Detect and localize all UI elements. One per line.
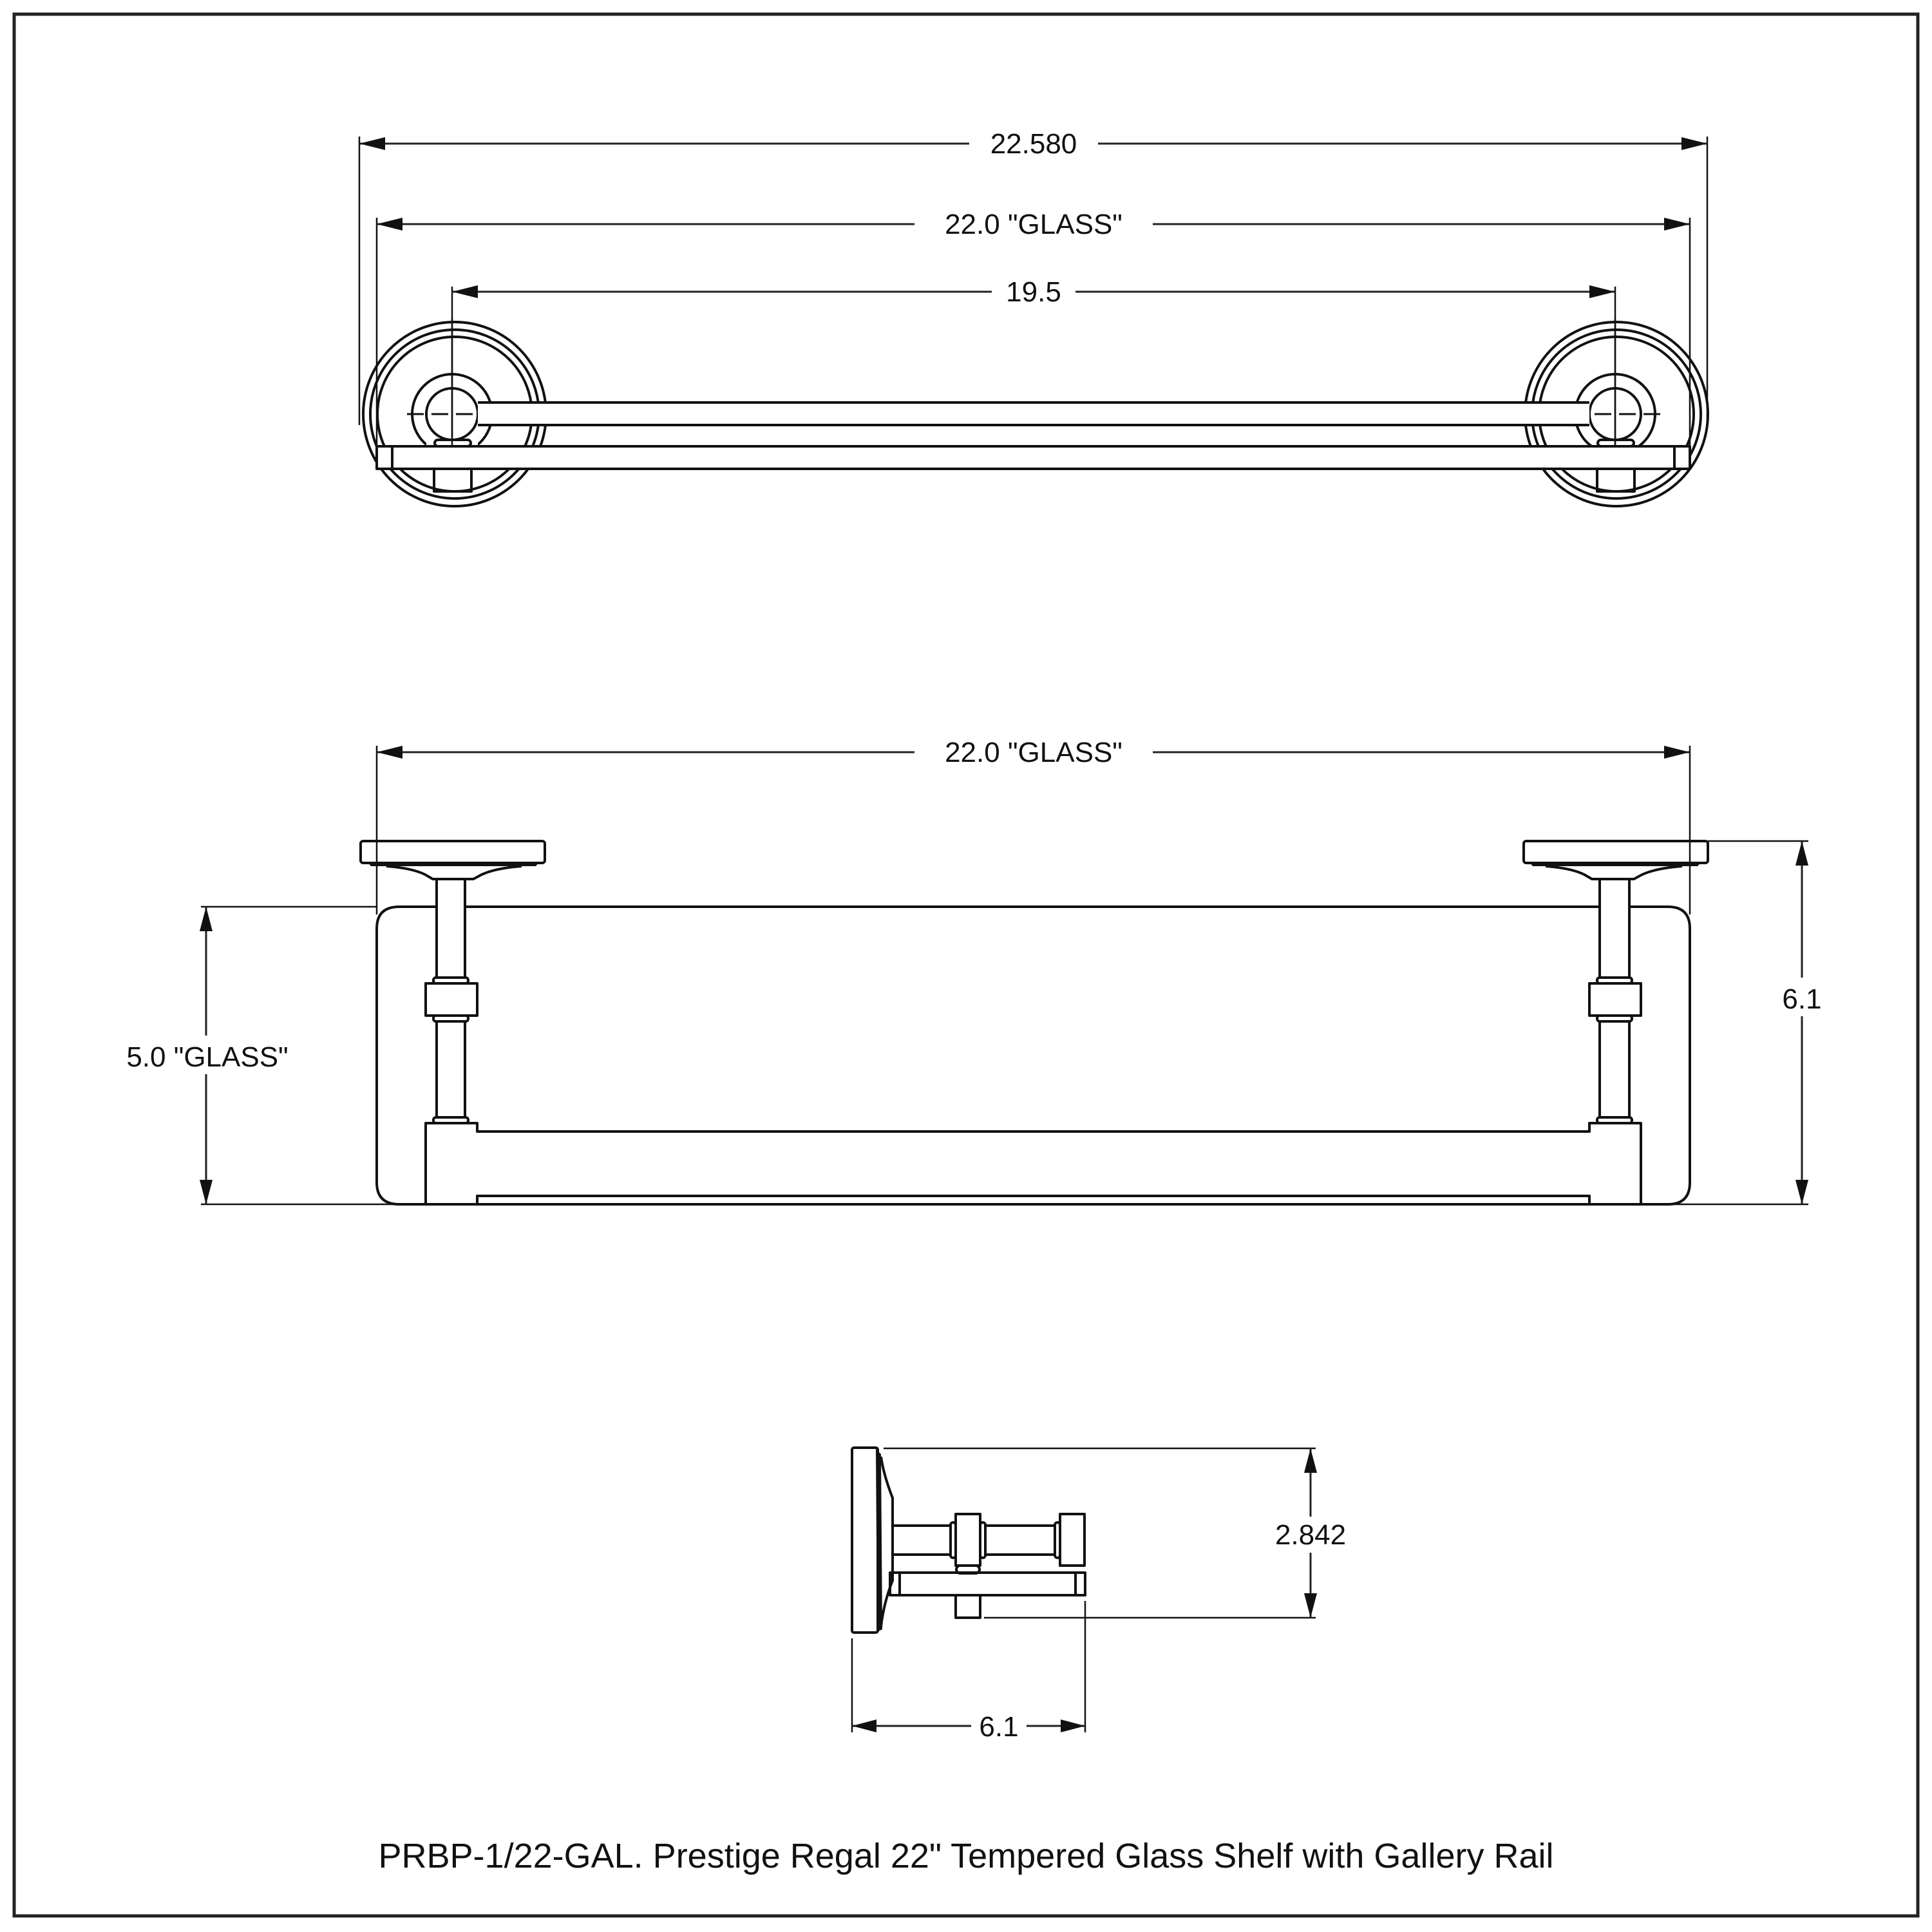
dimension-projection: 6.1 [851, 1601, 1086, 1745]
right-bracket-front [1522, 840, 1709, 1204]
dimension-glass-width-front: 22.0 "GLASS" [377, 731, 1690, 773]
front-view: 22.0 "GLASS" [109, 731, 1834, 1206]
top-view: 22.580 22.0 "GLASS" 19.5 [358, 122, 1709, 507]
dimension-label-bracket-centers: 19.5 [1006, 276, 1061, 308]
side-view: 2.842 6.1 [851, 1446, 1356, 1745]
glass-shelf-side [889, 1571, 1086, 1619]
glass-shelf-top [375, 445, 1691, 493]
dimension-glass-depth: 5.0 "GLASS" [109, 905, 1808, 1206]
dimension-label-height: 2.842 [1275, 1519, 1346, 1551]
drawing-frame [12, 12, 1920, 1918]
gallery-rail-top [478, 401, 1589, 426]
drawing-caption: PRBP-1/22-GAL. Prestige Regal 22" Temper… [379, 1837, 1554, 1875]
dimension-label-glass-width-top: 22.0 "GLASS" [945, 209, 1122, 240]
glass-shelf-front [375, 905, 1691, 1206]
dimension-height: 2.842 [884, 1447, 1356, 1619]
dimension-overall-width: 22.580 [359, 122, 1707, 165]
dimension-label-projection: 6.1 [979, 1711, 1018, 1743]
dimension-glass-width-top: 22.0 "GLASS" [377, 203, 1690, 245]
dimension-label-glass-width-front: 22.0 "GLASS" [945, 737, 1122, 768]
support-arm-side [893, 1513, 1086, 1575]
dimension-label-glass-depth: 5.0 "GLASS" [126, 1041, 288, 1073]
left-bracket-front [359, 840, 546, 1204]
front-rail [515, 1130, 1552, 1197]
dimension-label-overall-depth: 6.1 [1782, 983, 1821, 1015]
wall-plate-side [851, 1446, 894, 1634]
dimension-bracket-centers: 19.5 [451, 270, 1616, 457]
dimension-overall-depth: 6.1 [1708, 840, 1834, 1204]
dimension-label-overall-width: 22.580 [990, 128, 1077, 160]
